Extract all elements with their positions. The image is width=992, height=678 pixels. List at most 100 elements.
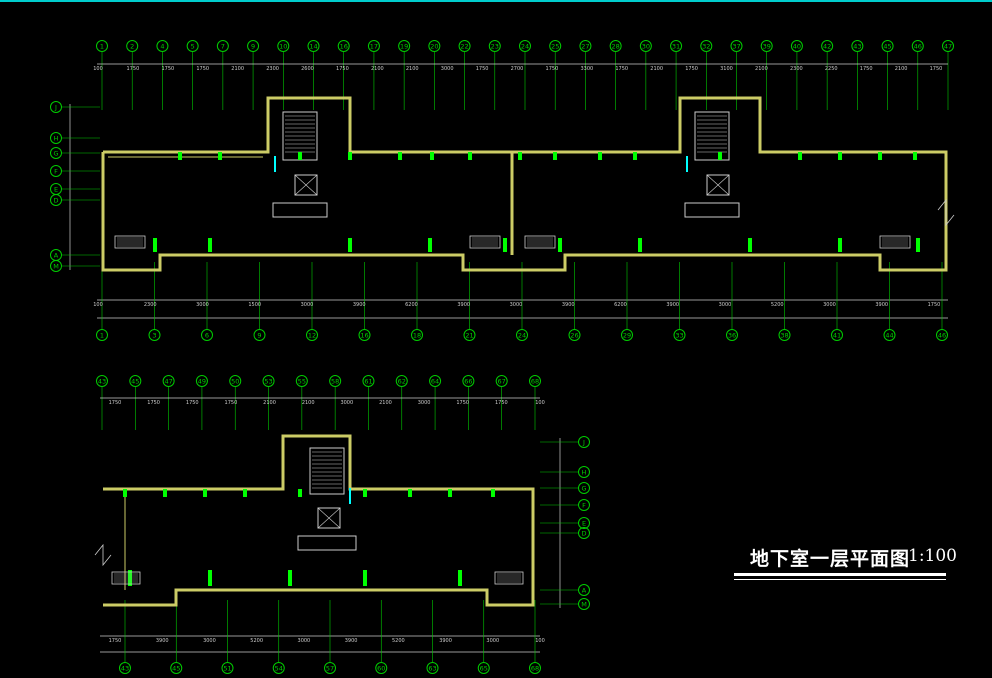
upper-top-dim-22: 1750: [860, 66, 873, 72]
lower-bottom-dim-0: 1750: [109, 638, 122, 644]
upper-bottom-axis-3-circle: [148, 329, 161, 341]
lower-top-dim-3: 1750: [225, 400, 238, 406]
lower-right-axis-A: A: [582, 587, 587, 595]
lower-column-bot-3: [363, 570, 367, 586]
upper-left-axis-E: E: [54, 186, 58, 194]
lower-plan-walls: [94, 198, 955, 607]
upper-break-line: [937, 198, 955, 227]
upper-top-dim-1: 1750: [127, 66, 140, 72]
upper-left-axis-A: A: [54, 252, 59, 260]
upper-column-top-4: [398, 152, 402, 160]
upper-column-top-3: [348, 152, 352, 160]
upper-column-top-2: [298, 152, 302, 160]
upper-top-axis-47: 47: [944, 43, 952, 51]
lower-bottom-dim-5: 3900: [345, 638, 358, 644]
upper-bottom-dim-13: 5200: [771, 302, 784, 308]
upper-bottom-axis-21-circle: [463, 329, 476, 341]
upper-left-axis-M-circle: [50, 260, 62, 272]
upper-bottom-axis-18-circle: [411, 329, 423, 341]
upper-bottom-dim-7: 3900: [457, 302, 470, 308]
upper-column-top-7: [518, 152, 522, 160]
lower-entry-steps: [297, 535, 357, 551]
upper-column-bot-7: [748, 238, 752, 252]
lower-column-top-4: [298, 489, 302, 497]
upper-entry-steps-0: [272, 202, 328, 218]
upper-top-axis-28: 28: [612, 43, 620, 51]
upper-top-axis-30-circle: [639, 40, 652, 52]
upper-top-dim-24: 1750: [930, 66, 943, 72]
upper-bottom-axis-12-circle: [306, 329, 318, 341]
lower-bottom-dim-6: 5200: [392, 638, 405, 644]
lower-top-axis-68: 68: [531, 378, 539, 386]
upper-top-axis-42-circle: [821, 40, 834, 52]
upper-top-axis-45-circle: [881, 40, 894, 52]
upper-bottom-axis-18: 18: [413, 332, 421, 340]
upper-top-dim-10: 3000: [441, 66, 454, 72]
lower-bottom-axis-57: 57: [326, 665, 334, 673]
upper-bottom-dim-2: 3000: [196, 302, 209, 308]
lower-bottom-dim-2: 3000: [203, 638, 216, 644]
upper-well-steps-0: [114, 235, 146, 249]
upper-top-axis-30: 30: [642, 43, 650, 51]
lower-top-axis-53: 53: [264, 378, 272, 386]
lower-top-axis-50: 50: [231, 378, 239, 386]
upper-top-dim-11: 1750: [476, 66, 489, 72]
lower-column-top-8: [491, 489, 495, 497]
upper-top-axis-32: 32: [702, 43, 710, 51]
lower-top-dim-5: 2100: [302, 400, 315, 406]
lower-stair: [309, 447, 345, 495]
lower-column-top-0: [123, 489, 127, 497]
lower-bottom-axis-43: 43: [121, 665, 129, 673]
upper-top-axis-32-circle: [700, 40, 713, 52]
upper-top-axis-17: 17: [370, 43, 378, 51]
upper-bottom-axis-46: 46: [938, 332, 946, 340]
lower-bottom-dim-3: 5200: [250, 638, 263, 644]
upper-column-bot-1: [208, 238, 212, 252]
lower-top-axis-43-circle: [96, 375, 108, 387]
upper-top-axis-24-circle: [519, 40, 531, 52]
upper-top-axis-7-circle: [216, 40, 229, 52]
lower-bottom-axis-68-circle: [529, 662, 541, 674]
drawing-title: 地下室一层平面图: [750, 548, 911, 570]
upper-stair-1: [694, 111, 730, 161]
lower-elevator: [317, 507, 341, 529]
upper-top-dim-19: 2100: [755, 66, 768, 72]
lower-top-axis-68-circle: [529, 375, 541, 387]
lower-top-axis-67-circle: [495, 375, 508, 387]
upper-top-axis-27-circle: [579, 40, 592, 52]
upper-top-dim-12: 2700: [511, 66, 524, 72]
upper-top-dim-20: 2300: [790, 66, 803, 72]
lower-column-top-6: [408, 489, 412, 497]
upper-bottom-axis-44-circle: [883, 329, 896, 341]
lower-right-axis-F: F: [582, 502, 586, 510]
lower-top-dim-6: 3000: [340, 400, 353, 406]
upper-top-axis-39: 39: [763, 43, 771, 51]
lower-right-axis-M: M: [581, 601, 587, 609]
lower-top-axis-62-circle: [395, 375, 408, 387]
upper-top-axis-43: 43: [853, 43, 861, 51]
upper-left-axis-H-circle: [50, 132, 62, 144]
upper-bottom-dim-12: 3000: [719, 302, 732, 308]
lower-top-dim-0: 1750: [109, 400, 122, 406]
upper-top-axis-7: 7: [221, 43, 225, 51]
upper-column-bot-0: [153, 238, 157, 252]
upper-bottom-axis-26: 26: [570, 332, 578, 340]
upper-top-dim-9: 2100: [406, 66, 419, 72]
lower-column-top-5: [363, 489, 367, 497]
upper-bottom-axis-38-circle: [778, 329, 791, 341]
lower-top-axis-55-circle: [295, 375, 308, 387]
upper-top-axis-22: 22: [460, 43, 468, 51]
upper-top-axis-46: 46: [914, 43, 922, 51]
upper-top-dim-3: 1750: [196, 66, 209, 72]
upper-bottom-dim-6: 6200: [405, 302, 418, 308]
upper-column-top-1: [218, 152, 222, 160]
lower-column-top-3: [243, 489, 247, 497]
upper-top-axis-1-circle: [96, 40, 108, 52]
upper-top-axis-31: 31: [672, 43, 680, 51]
lower-top-axis-47-circle: [162, 375, 175, 387]
lower-top-dim-7: 2100: [379, 400, 392, 406]
lower-top-axis-49: 49: [198, 378, 206, 386]
